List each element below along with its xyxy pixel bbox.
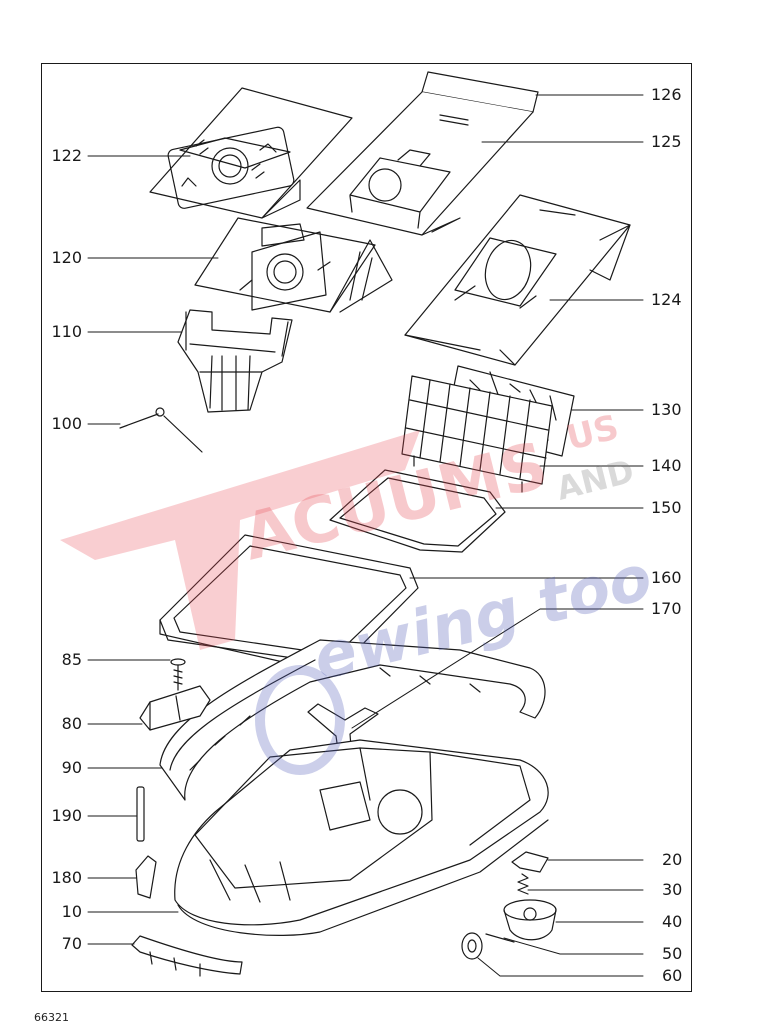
part-125-dust-bag [306,71,539,236]
label-100: 100 [51,414,82,433]
part-10-base-housing [174,739,549,936]
part-90-rim [159,639,546,801]
label-70: 70 [61,934,82,953]
part-40-caster [503,899,557,941]
part-180-clip [135,855,157,899]
part-60-wheel [461,932,483,960]
part-140-filter-grille [401,375,553,493]
part-150-seal [329,469,506,553]
label-124: 124 [651,290,682,309]
label-120: 120 [51,248,82,267]
label-50: 50 [662,944,683,963]
label-126: 126 [651,85,682,104]
part-100-pin [119,407,203,453]
leader-lines-left [87,155,219,945]
label-160: 160 [651,568,682,587]
part-50-axle [485,933,515,943]
label-90: 90 [61,758,82,777]
label-60: 60 [662,966,683,985]
label-170: 170 [651,599,682,618]
part-120-dust-bag [194,217,393,313]
part-110-bag-holder [177,309,293,413]
label-40: 40 [662,912,683,931]
leader-lines-right [351,94,644,977]
label-20: 20 [662,850,683,869]
part-80-latch [139,685,211,731]
part-20-bracket [511,851,549,873]
part-124-dust-bag [404,194,631,366]
part-30-spring [517,873,529,895]
label-180: 180 [51,868,82,887]
label-10: 10 [61,902,82,921]
label-85: 85 [61,650,82,669]
part-122-dust-bag [149,87,353,219]
label-190: 190 [51,806,82,825]
figure-id: 66321 [34,1011,69,1024]
label-110: 110 [51,322,82,341]
label-80: 80 [61,714,82,733]
label-125: 125 [651,132,682,151]
label-122: 122 [51,146,82,165]
diagram-frame [41,63,692,992]
part-190-rod [136,786,145,842]
part-70-bumper [131,935,243,977]
label-130: 130 [651,400,682,419]
label-140: 140 [651,456,682,475]
label-30: 30 [662,880,683,899]
label-150: 150 [651,498,682,517]
part-85-screw [170,658,186,691]
